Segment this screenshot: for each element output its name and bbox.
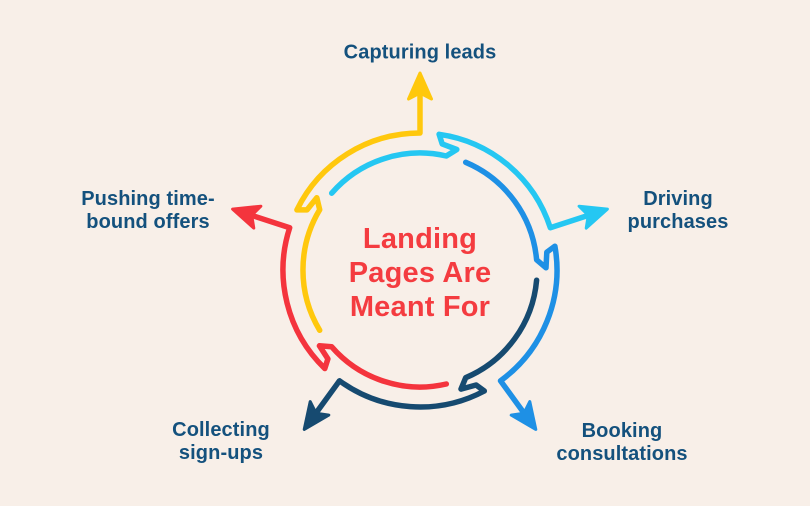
label-driving-purchases: Driving purchases <box>627 188 729 233</box>
driving-purchases-arrow-path <box>328 131 595 231</box>
booking-consultations-arrow-head-icon <box>509 400 538 431</box>
label-collecting-signups: Collecting sign-ups <box>172 419 270 464</box>
driving-purchases-arrow-head-icon <box>577 204 609 230</box>
pushing-offers-arrow-path <box>245 211 450 390</box>
capturing-leads-arrow-path <box>294 86 423 334</box>
pushing-offers-arrow-head-icon <box>231 204 263 230</box>
label-capturing-leads: Capturing leads <box>343 41 497 64</box>
label-booking-consultations: Booking consultations <box>556 420 688 465</box>
booking-consultations-arrow-path <box>462 159 560 420</box>
collecting-signups-arrow-head-icon <box>302 400 331 431</box>
label-pushing-offers: Pushing time- bound offers <box>81 188 215 233</box>
capturing-leads-arrow-head-icon <box>407 71 433 101</box>
diagram-title: Landing Pages Are Meant For <box>348 223 492 323</box>
collecting-signups-arrow-path <box>310 277 540 420</box>
